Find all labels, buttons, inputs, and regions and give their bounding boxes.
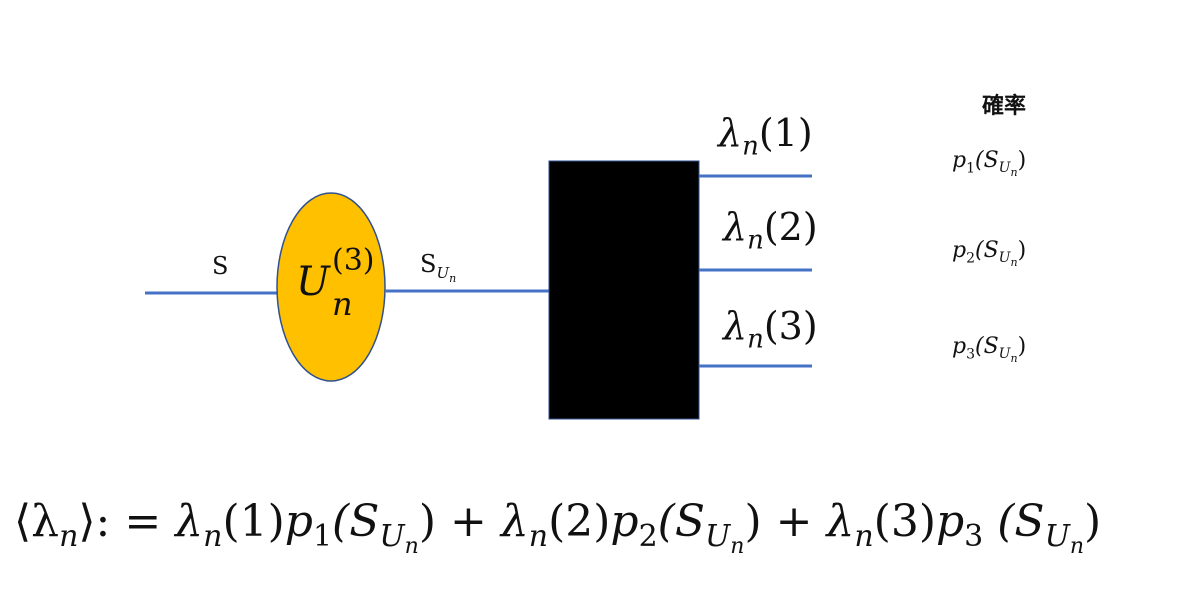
formula-lhs-sub: n	[59, 518, 79, 554]
term-lambda-sub: n	[528, 518, 549, 554]
term-p: p	[936, 496, 965, 547]
outcome-label-2: λn(2)	[723, 205, 818, 254]
outcome-lambda: λ	[723, 304, 748, 348]
term-lambda: λ	[826, 496, 855, 547]
term-lambda: λ	[500, 496, 529, 547]
term-arg: (2)	[548, 496, 611, 547]
formula-term-2: λn(2)p2(SUn) +	[500, 496, 827, 558]
term-lambda-sub: n	[203, 518, 223, 554]
unitary-superscript: (3)	[332, 243, 375, 278]
prob-sub: U	[998, 250, 1011, 267]
probability-heading: 確率	[982, 94, 1027, 119]
prob-subsub: n	[1010, 352, 1018, 366]
term-open: (S	[332, 496, 380, 547]
probability-label-1: p1(SUn)	[952, 148, 1027, 179]
probability-label-2: p2(SUn)	[952, 238, 1027, 269]
probability-label-3: p3(SUn)	[952, 334, 1027, 365]
term-sub: U	[704, 518, 731, 554]
term-subsub: n	[404, 533, 419, 559]
formula-lhs-open: ⟨λ	[14, 496, 60, 547]
term-arg: (3)	[873, 496, 936, 547]
prob-open: (S	[975, 334, 999, 359]
prob-p: p	[952, 334, 967, 359]
term-close: )	[1084, 496, 1102, 547]
prob-subsub: n	[1010, 166, 1018, 180]
prob-close: )	[1017, 238, 1027, 263]
term-p-index: 3	[964, 518, 984, 554]
intermediate-base: S	[420, 250, 437, 278]
measurement-box	[548, 160, 700, 420]
outcome-label-3: λn(3)	[723, 304, 818, 353]
prob-index: 3	[966, 346, 976, 363]
expectation-formula: ⟨λn⟩: = λn(1)p1(SUn) + λn(2)p2(SUn) + λn…	[14, 500, 1101, 558]
term-sub: U	[379, 518, 405, 554]
unitary-ellipse	[276, 192, 386, 382]
prob-p: p	[952, 238, 967, 263]
prob-sub: U	[998, 160, 1011, 177]
formula-term-1: λn(1)p1(SUn) +	[175, 496, 501, 558]
term-open: (S	[657, 496, 705, 547]
prob-open: (S	[975, 238, 999, 263]
outcome-sub: n	[747, 324, 764, 355]
term-p: p	[610, 496, 639, 547]
term-close: )	[418, 496, 436, 547]
outcome-arg: (2)	[763, 205, 818, 249]
term-sep: +	[436, 496, 501, 547]
term-open: (S	[983, 496, 1045, 547]
term-p-index: 2	[638, 518, 658, 554]
term-sub: U	[1044, 518, 1070, 554]
prob-close: )	[1017, 148, 1027, 173]
term-close: )	[744, 496, 762, 547]
prob-p: p	[952, 148, 967, 173]
intermediate-sub: U	[436, 263, 450, 282]
term-sep: +	[761, 496, 827, 547]
unitary-subscript: n	[332, 285, 353, 323]
prob-open: (S	[975, 148, 999, 173]
term-lambda: λ	[175, 496, 204, 547]
term-arg: (1)	[222, 496, 285, 547]
outcome-label-1: λn(1)	[718, 111, 813, 160]
term-lambda-sub: n	[854, 518, 874, 554]
term-subsub: n	[1069, 533, 1085, 559]
formula-lhs-close: ⟩: =	[78, 496, 162, 547]
formula-term-3: λn(3)p3 (SUn)	[826, 496, 1102, 558]
prob-index: 2	[966, 250, 976, 267]
outcome-arg: (3)	[763, 304, 818, 348]
outcome-lambda: λ	[723, 205, 748, 249]
term-p: p	[284, 496, 313, 547]
input-state-label: S	[212, 252, 229, 280]
term-p-index: 1	[312, 518, 333, 554]
prob-subsub: n	[1010, 256, 1018, 270]
outcome-lambda: λ	[718, 111, 743, 155]
prob-close: )	[1017, 334, 1027, 359]
prob-index: 1	[966, 160, 976, 177]
outcome-sub: n	[742, 131, 759, 162]
term-subsub: n	[730, 533, 745, 559]
prob-sub: U	[998, 346, 1011, 363]
unitary-label: U (3) n	[296, 246, 375, 321]
intermediate-state-label: SUn	[420, 250, 456, 284]
intermediate-subsub: n	[449, 271, 457, 285]
outcome-arg: (1)	[758, 111, 813, 155]
outcome-sub: n	[747, 225, 764, 256]
unitary-base: U	[296, 259, 330, 305]
